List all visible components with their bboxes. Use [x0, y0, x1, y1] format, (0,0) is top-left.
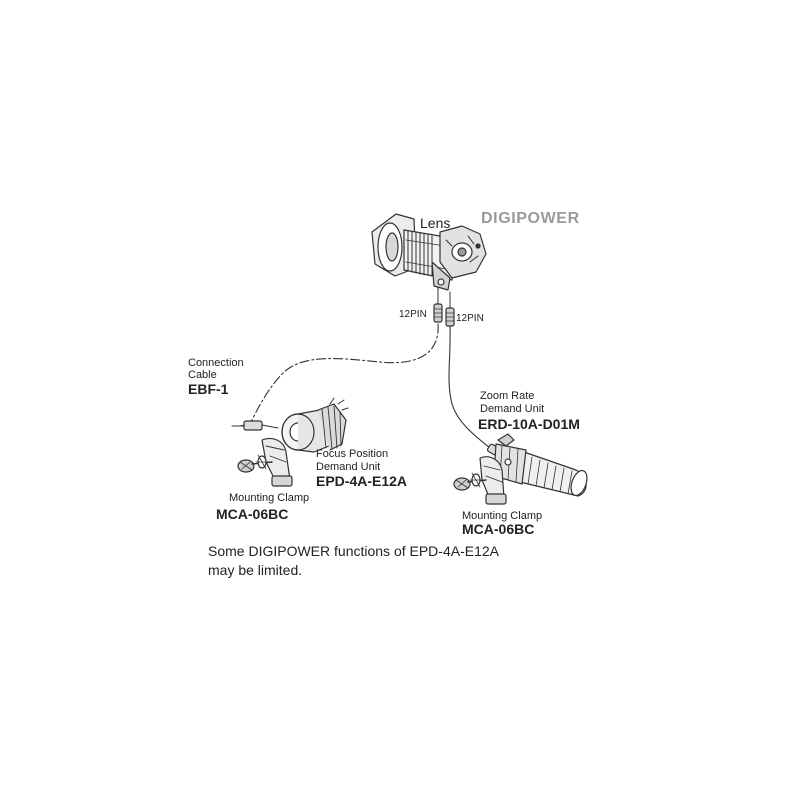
left-clamp-model: MCA-06BC — [216, 506, 289, 522]
note-line1: Some DIGIPOWER functions of EPD-4A-E12A — [208, 543, 499, 559]
brand-logo-text: DIGIPOWER — [481, 210, 580, 227]
right-clamp-label: Mounting Clamp — [462, 510, 543, 522]
focus-unit-model: EPD-4A-E12A — [316, 473, 408, 489]
zoom-demand-unit-illustration — [493, 433, 588, 497]
note-line2: may be limited. — [208, 562, 303, 578]
focus-unit-label-line2: Demand Unit — [316, 461, 381, 473]
cable-model: EBF-1 — [188, 381, 229, 397]
cable-label-line1: Connection — [188, 357, 244, 369]
cable-label-line2: Cable — [188, 369, 217, 381]
zoom-unit-model: ERD-10A-D01M — [478, 416, 580, 432]
lens-label: Lens — [420, 215, 451, 231]
right-clamp-model: MCA-06BC — [462, 521, 535, 537]
cables — [231, 303, 502, 457]
pin-label-right: 12PIN — [456, 313, 484, 324]
right-mounting-clamp-illustration — [453, 456, 507, 505]
zoom-unit-label-line1: Zoom Rate — [480, 390, 535, 402]
left-mounting-clamp-illustration — [237, 437, 293, 487]
left-clamp-label: Mounting Clamp — [229, 492, 310, 504]
focus-demand-unit-illustration — [281, 397, 349, 453]
focus-unit-label-line1: Focus Position — [316, 448, 389, 460]
lens-illustration — [371, 213, 487, 309]
pin-label-left: 12PIN — [399, 309, 427, 320]
zoom-unit-label-line2: Demand Unit — [480, 403, 545, 415]
